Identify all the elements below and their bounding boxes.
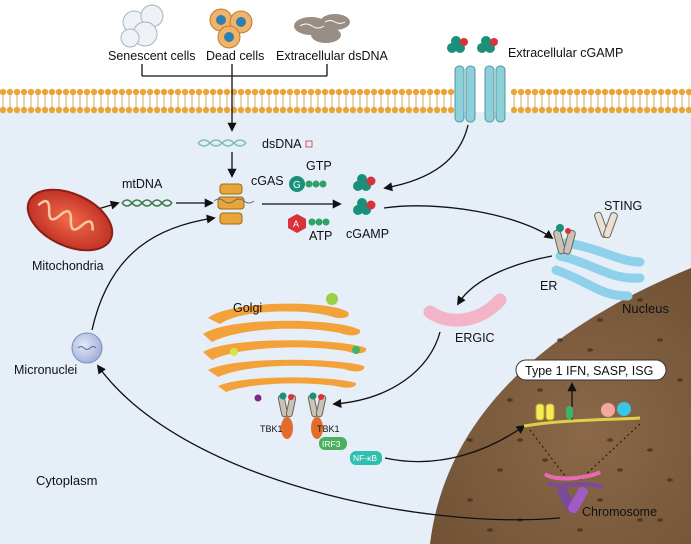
- chromosome-label: Chromosome: [582, 505, 657, 519]
- golgi-vesicle: [352, 346, 360, 354]
- mtdna-icon: [121, 199, 173, 207]
- cgamp-to-sting-arrow: [383, 205, 554, 240]
- chromosome-icon: [543, 470, 604, 514]
- nfkb-to-nucleus-arrow: [384, 424, 526, 463]
- nfkb-label: NF-κB: [353, 453, 377, 463]
- chromosome-zoom-lines: [529, 423, 641, 481]
- ergic-to-golgi-arrow: [332, 331, 441, 409]
- senescent-cells-label: Senescent cells: [108, 49, 196, 63]
- cytoplasm-label: Cytoplasm: [36, 473, 97, 488]
- extracellular-cgamp-icon: [447, 36, 498, 53]
- micronuclei-to-cgas-arrow: [91, 214, 216, 331]
- transporter-to-cgamp-arrow: [383, 124, 469, 192]
- golgi-label: Golgi: [233, 301, 262, 315]
- atp-label: ATP: [309, 229, 332, 243]
- golgi-vesicle: [230, 348, 238, 356]
- nucleus-label: Nucleus: [622, 301, 669, 316]
- golgi-apparatus: [203, 303, 367, 392]
- irf3-badge: [319, 437, 347, 450]
- er-label: ER: [540, 279, 557, 293]
- nucleus: [430, 268, 691, 544]
- dead-cells-label: Dead cells: [206, 49, 264, 63]
- extracellular-cgamp-label: Extracellular cGAMP: [508, 46, 623, 60]
- sting-to-ergic-arrow: [457, 255, 553, 306]
- extracellular-background: [0, 0, 691, 88]
- micronuclei-label: Micronuclei: [14, 363, 77, 377]
- output-genes-label: Type 1 IFN, SASP, ISG: [525, 364, 653, 378]
- extracellular-dsdna-icon: [294, 14, 350, 43]
- sting-tbk1-complex-left: [277, 392, 297, 439]
- tbk1-label-right: TBK1: [317, 424, 340, 434]
- er-organelle: [551, 238, 645, 301]
- golgi-vesicle: [254, 394, 262, 402]
- gtp-icon: G: [289, 176, 327, 192]
- a-letter: A: [293, 219, 299, 229]
- g-letter: G: [293, 180, 301, 191]
- dead-cells-icon: [209, 8, 253, 49]
- irf3-label: IRF3: [322, 439, 341, 449]
- cgas-enzyme-icon: [213, 183, 255, 225]
- mtdna-label: mtDNA: [122, 177, 163, 191]
- sting-tbk1-complex-right: [307, 392, 327, 439]
- dsdna-label: dsDNA: [262, 137, 302, 151]
- cgamp-transporter: [454, 65, 506, 123]
- ergic-label: ERGIC: [455, 331, 495, 345]
- mitochondria-label: Mitochondria: [32, 259, 104, 273]
- cgamp-label: cGAMP: [346, 227, 389, 241]
- dsdna-icon: [197, 139, 247, 147]
- nfkb-badge: [350, 451, 382, 465]
- sting-protein-icon: [553, 211, 618, 255]
- micronucleus-dna: [77, 346, 97, 350]
- micronucleus-icon: [71, 332, 103, 364]
- plasma-membrane: [0, 88, 691, 114]
- cgas-label: cGAS: [251, 174, 284, 188]
- golgi-vesicle: [326, 293, 338, 305]
- atp-icon: A: [288, 214, 330, 233]
- mitochondria-icon: [26, 188, 114, 252]
- extracellular-dsdna-label: Extracellular dsDNA: [276, 49, 389, 63]
- transcription-factors-on-dna: [523, 402, 641, 428]
- gtp-label: GTP: [306, 159, 332, 173]
- output-genes-box: [515, 359, 667, 381]
- cgamp-molecule-icon: [353, 174, 376, 215]
- dsdna-marker: [305, 140, 313, 148]
- senescent-cells-icon: [120, 4, 164, 48]
- sources-to-dsdna-connector: [141, 64, 328, 132]
- tbk1-label-left: TBK1: [260, 424, 283, 434]
- ergic-organelle: [423, 293, 507, 327]
- chromosome-to-micronuclei-arrow: [96, 364, 561, 521]
- sting-label: STING: [604, 199, 642, 213]
